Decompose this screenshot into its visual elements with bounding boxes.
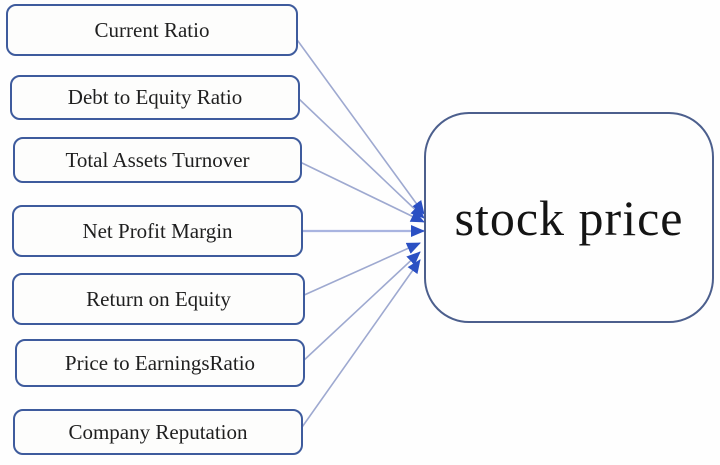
node-net-profit-margin-label: Net Profit Margin: [82, 218, 233, 243]
node-total-assets-turnover: Total Assets Turnover: [13, 137, 302, 183]
node-debt-to-equity-ratio: Debt to Equity Ratio: [10, 75, 300, 120]
node-company-reputation: Company Reputation: [13, 409, 303, 455]
node-return-on-equity-label: Return on Equity: [86, 286, 231, 311]
node-debt-to-equity-ratio-label: Debt to Equity Ratio: [67, 85, 243, 109]
edge-total-assets-turnover-to-stock-price: [299, 161, 425, 223]
edge-company-reputation-to-stock-price: [299, 259, 421, 431]
edge-return-on-equity-to-stock-price: [301, 242, 421, 297]
node-stock-price-label: stock price: [454, 189, 684, 246]
node-price-to-earnings-ratio-label: Price to EarningsRatio: [64, 350, 256, 375]
node-return-on-equity: Return on Equity: [12, 273, 305, 325]
node-current-ratio-label: Current Ratio: [94, 17, 210, 42]
node-company-reputation-label: Company Reputation: [68, 419, 248, 444]
node-price-to-earnings-ratio: Price to EarningsRatio: [15, 339, 305, 387]
node-stock-price: stock price: [424, 112, 714, 323]
node-current-ratio: Current Ratio: [6, 4, 298, 56]
node-total-assets-turnover-label: Total Assets Turnover: [65, 147, 250, 172]
edge-price-to-earnings-ratio-to-stock-price: [301, 251, 421, 363]
edge-debt-to-equity-ratio-to-stock-price: [297, 97, 425, 219]
edge-current-ratio-to-stock-price: [294, 36, 425, 215]
node-net-profit-margin: Net Profit Margin: [12, 205, 303, 257]
